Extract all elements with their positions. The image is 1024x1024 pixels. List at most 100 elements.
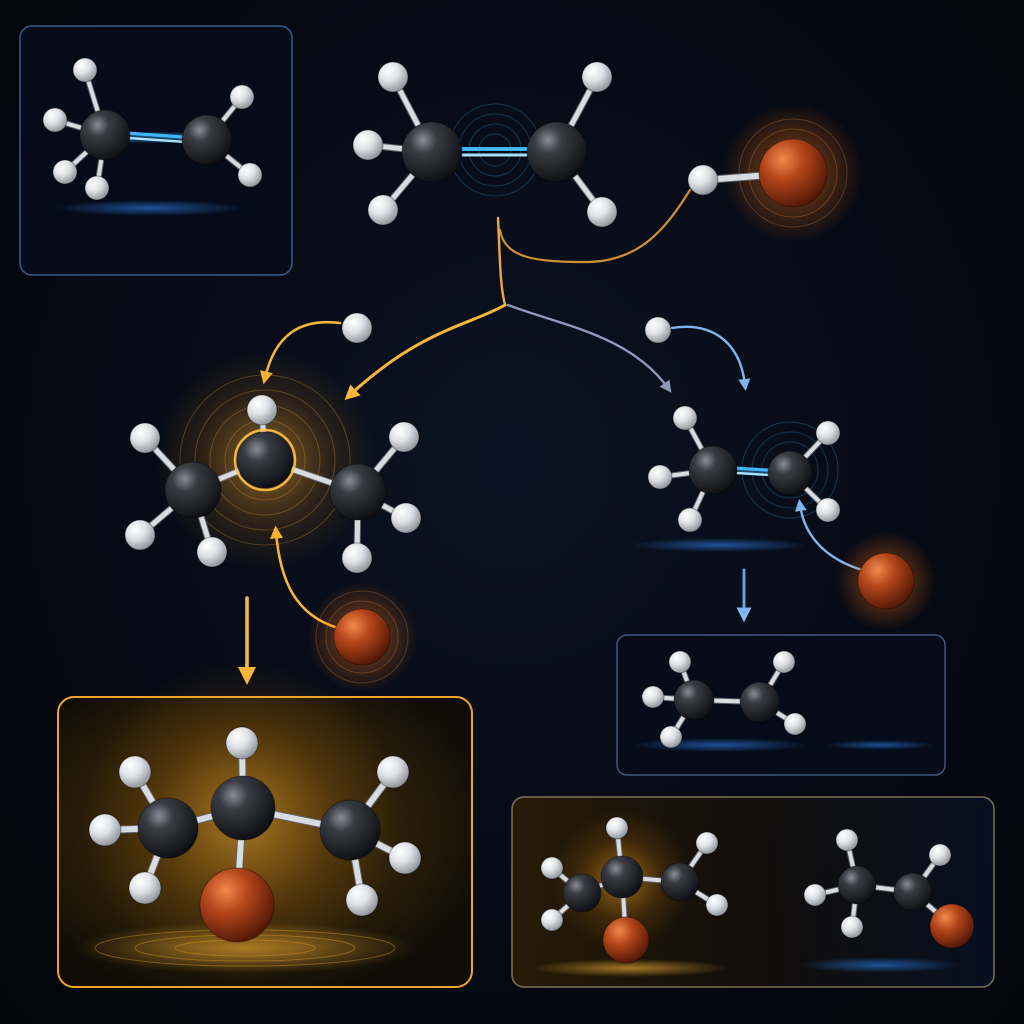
carbon-atom <box>210 775 276 841</box>
hydrogen-atom <box>367 194 399 226</box>
hydrogen-atom <box>815 420 841 446</box>
comparison-markovnikov-molecule <box>540 810 729 964</box>
carbon-atom <box>562 873 602 913</box>
hydrogen-atom <box>388 841 422 875</box>
hydrogen-atom <box>644 316 672 344</box>
hydrogen-atom <box>928 843 952 867</box>
carbon-atom <box>319 799 381 861</box>
hydrogen-atom <box>840 915 864 939</box>
carbon-atom <box>739 681 781 723</box>
hydrogen-atom <box>352 129 384 161</box>
hydrogen-atom <box>42 107 68 133</box>
hydrogen-atom <box>586 196 618 228</box>
reactant-alkene <box>352 61 618 228</box>
hydrogen-atom <box>815 497 841 523</box>
bromine-atom <box>333 608 391 666</box>
carbon-atom <box>688 445 738 495</box>
carbon-atom <box>329 463 387 521</box>
hydrogen-atom <box>677 507 703 533</box>
hydrogen-atom <box>668 650 692 674</box>
glow-icon <box>233 428 297 492</box>
markovnikov-product-molecule <box>83 660 422 980</box>
hydrogen-atom <box>540 908 564 932</box>
hydrogen-atom <box>376 755 410 789</box>
carbon-atom <box>181 114 233 166</box>
hydrogen-atom <box>687 164 719 196</box>
hydrogen-atom <box>229 84 255 110</box>
hydrogen-atom <box>124 519 156 551</box>
carbon-atom <box>673 679 715 721</box>
ethene-reference-molecule <box>42 57 263 201</box>
proton-hydrogen <box>341 312 373 344</box>
carbon-atom <box>79 109 131 161</box>
hydrogen-atom <box>118 755 152 789</box>
hydrogen-atom <box>345 883 379 917</box>
hydrogen-atom <box>237 162 263 188</box>
hydrogen-atom <box>388 421 420 453</box>
hydrogen-atom <box>84 175 110 201</box>
bromine-atom <box>857 552 915 610</box>
hydrogen-atom <box>88 813 122 847</box>
hydrogen-atom <box>605 816 629 840</box>
carbon-atom <box>767 450 813 496</box>
carbon-atom <box>660 862 700 902</box>
panel-anti-markovnikov-alkene <box>616 634 946 776</box>
hydrogen-atom <box>540 856 564 880</box>
carbon-atom <box>893 872 933 912</box>
carbocation-intermediate <box>124 350 422 574</box>
hydrogen-atom <box>129 422 161 454</box>
glow-icon <box>194 389 336 531</box>
radical-intermediate <box>630 405 841 552</box>
hydrogen-atom <box>581 61 613 93</box>
bromide-ion <box>307 582 417 692</box>
hydrogen-atom <box>659 725 683 749</box>
hydrogen-atom <box>52 159 78 185</box>
carbon-atom <box>600 855 644 899</box>
hydrogen-radical <box>644 316 672 344</box>
hydrogen-atom <box>341 312 373 344</box>
hydrogen-atom <box>377 61 409 93</box>
hydrogen-atom <box>672 405 698 431</box>
hydrogen-atom <box>695 831 719 855</box>
bromine-atom <box>602 916 650 964</box>
hydrogen-atom <box>225 726 259 760</box>
molecules-layer <box>42 57 975 980</box>
carbon-atom <box>164 461 222 519</box>
bromine-atom <box>929 903 975 949</box>
hydrogen-atom <box>641 685 665 709</box>
bromine-radical <box>836 531 936 631</box>
bromine-atom <box>199 867 275 943</box>
carbon-atom <box>236 431 294 489</box>
hydrogen-atom <box>390 502 422 534</box>
carbon-atom <box>837 865 877 905</box>
glow-icon <box>315 590 409 684</box>
hydrogen-atom <box>196 536 228 568</box>
hydrogen-atom <box>705 893 729 917</box>
hbr-molecule <box>687 103 863 243</box>
glow-icon <box>325 600 399 674</box>
hydrogen-atom <box>246 394 278 426</box>
double-bond <box>119 131 193 140</box>
comparison-anti-markovnikov-molecule <box>803 828 975 949</box>
carbon-atom <box>401 121 463 183</box>
pi-bond-glow <box>119 129 193 146</box>
glow-icon <box>630 538 810 552</box>
carbon-atom <box>137 797 199 859</box>
hydrogen-atom <box>772 650 796 674</box>
hydrogen-atom <box>647 464 673 490</box>
bromine-atom <box>758 138 828 208</box>
hydrogen-atom <box>341 542 373 574</box>
carbon-atom <box>526 121 588 183</box>
hydrogen-atom <box>783 712 807 736</box>
hydrogen-atom <box>803 883 827 907</box>
panel-ethene-reference <box>19 25 293 276</box>
hydrogen-atom <box>72 57 98 83</box>
hydrogen-atom <box>835 828 859 852</box>
hydrogen-atom <box>128 871 162 905</box>
glow-icon <box>179 374 351 546</box>
double-bond <box>119 136 193 144</box>
alkene-panel-molecule <box>641 650 807 749</box>
glow-icon <box>738 118 848 228</box>
